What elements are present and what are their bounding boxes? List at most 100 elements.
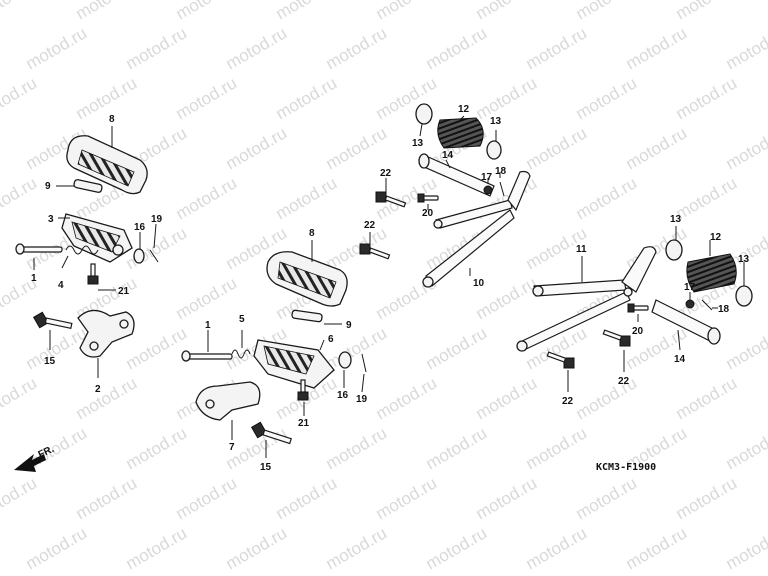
watermark-text: motod.ru — [423, 323, 491, 373]
watermark-text: motod.ru — [473, 373, 541, 423]
bolt-21-left — [87, 263, 99, 285]
callout-22-d: 22 — [562, 396, 574, 407]
watermark-text: motod.ru — [373, 473, 441, 523]
watermark-text: motod.ru — [173, 73, 241, 123]
callout-1-left: 1 — [31, 273, 37, 284]
callout-17-b: 17 — [684, 282, 696, 293]
watermark-text: motod.ru — [673, 0, 741, 23]
callout-12-a: 12 — [458, 104, 470, 115]
callout-20-b: 20 — [632, 326, 644, 337]
spring-left — [65, 245, 99, 255]
watermark-text: motod.ru — [23, 523, 91, 573]
watermark-text: motod.ru — [273, 473, 341, 523]
cotter-18-b — [701, 299, 713, 311]
callout-22-c: 22 — [618, 376, 630, 387]
watermark-text: motod.ru — [73, 73, 141, 123]
watermark-text: motod.ru — [573, 473, 641, 523]
watermark-text: motod.ru — [323, 223, 391, 273]
spring-center — [231, 349, 251, 359]
watermark-text: motod.ru — [373, 373, 441, 423]
bolt-15-left — [32, 311, 73, 330]
rear-step-bracket-lower — [516, 239, 753, 369]
nut-17-b — [685, 299, 695, 309]
watermark-text: motod.ru — [123, 223, 191, 273]
watermark-text: motod.ru — [523, 23, 591, 73]
watermark-text: motod.ru — [423, 23, 491, 73]
watermark-text: motod.ru — [573, 173, 641, 223]
watermark-text: motod.ru — [473, 473, 541, 523]
rubber-plate-left — [73, 179, 103, 193]
callout-6: 6 — [328, 334, 334, 345]
watermark-text: motod.ru — [323, 423, 391, 473]
watermark-text: motod.ru — [73, 473, 141, 523]
callout-14-a: 14 — [442, 150, 454, 161]
watermark-text: motod.ru — [173, 173, 241, 223]
watermark-text: motod.ru — [323, 523, 391, 573]
footpeg-left — [61, 213, 133, 263]
watermark-text: motod.ru — [573, 73, 641, 123]
grip-12-a — [437, 117, 484, 149]
watermark-text: motod.ru — [0, 73, 40, 123]
watermark-text: motod.ru — [673, 73, 741, 123]
shaft-14-a — [418, 153, 495, 197]
callout-labels: 8 9 3 16 19 1 4 21 15 2 8 9 1 5 6 16 19 … — [31, 104, 750, 473]
leader-lines — [33, 115, 745, 458]
watermark-text: motod.ru — [673, 373, 741, 423]
callout-5: 5 — [239, 314, 245, 325]
callout-16-center: 16 — [337, 390, 349, 401]
watermark-text: motod.ru — [673, 473, 741, 523]
watermark-text: motod.ru — [423, 523, 491, 573]
callout-8-left: 8 — [109, 114, 115, 125]
watermark-text: motod.ru — [223, 123, 291, 173]
pin-left — [15, 243, 63, 255]
watermark-text: motod.ru — [323, 23, 391, 73]
watermark-text: motod.ru — [0, 0, 40, 23]
watermark-text: motod.ru — [423, 423, 491, 473]
watermark-text: motod.ru — [73, 373, 141, 423]
watermark-text: motod.ru — [173, 473, 241, 523]
rubber-plate-center — [291, 309, 323, 323]
watermark-text: motod.ru — [723, 523, 768, 573]
grip-12-b — [686, 253, 737, 293]
watermark-text: motod.ru — [473, 73, 541, 123]
washer-center — [338, 351, 352, 369]
shaft-14-b — [651, 299, 721, 345]
watermark-text: motod.ru — [273, 73, 341, 123]
watermark-text: motod.ru — [123, 423, 191, 473]
bolt-20-a — [417, 193, 439, 203]
footpeg-center — [253, 339, 335, 389]
washer-13-d — [735, 285, 753, 307]
bolt-22-d — [546, 351, 575, 369]
callout-19-center: 19 — [356, 394, 368, 405]
callout-9-center: 9 — [346, 320, 352, 331]
watermark-text: motod.ru — [0, 473, 40, 523]
bracket-center — [195, 381, 261, 421]
watermark-text: motod.ru — [623, 123, 691, 173]
callout-11: 11 — [576, 244, 587, 255]
diagram-code: KCM3-F1900 — [596, 462, 656, 473]
nut-17-a — [483, 185, 493, 195]
watermark-text: motod.ru — [323, 123, 391, 173]
watermark-text: motod.ru — [0, 373, 40, 423]
callout-22-b: 22 — [364, 220, 376, 231]
callout-17-a: 17 — [481, 172, 493, 183]
callout-21-left: 21 — [118, 286, 130, 297]
callout-13-b: 13 — [490, 116, 502, 127]
watermark-text: motod.ru — [723, 423, 768, 473]
callout-10: 10 — [473, 278, 485, 289]
watermark-text: motod.ru — [23, 23, 91, 73]
callout-8-center: 8 — [309, 228, 315, 239]
callout-18-b: 18 — [718, 304, 730, 315]
pin-center — [181, 350, 233, 362]
watermark-text: motod.ru — [123, 23, 191, 73]
watermark-text: motod.ru — [623, 23, 691, 73]
watermark-text: motod.ru — [523, 423, 591, 473]
watermark-text: motod.ru — [573, 0, 641, 23]
callout-22-a: 22 — [380, 168, 392, 179]
bracket-10 — [422, 170, 531, 288]
callout-21-center: 21 — [298, 418, 310, 429]
watermark-text: motod.ru — [673, 173, 741, 223]
watermark-text: motod.ru — [123, 523, 191, 573]
callout-18-a: 18 — [495, 166, 507, 177]
washer-13-b — [486, 140, 502, 160]
